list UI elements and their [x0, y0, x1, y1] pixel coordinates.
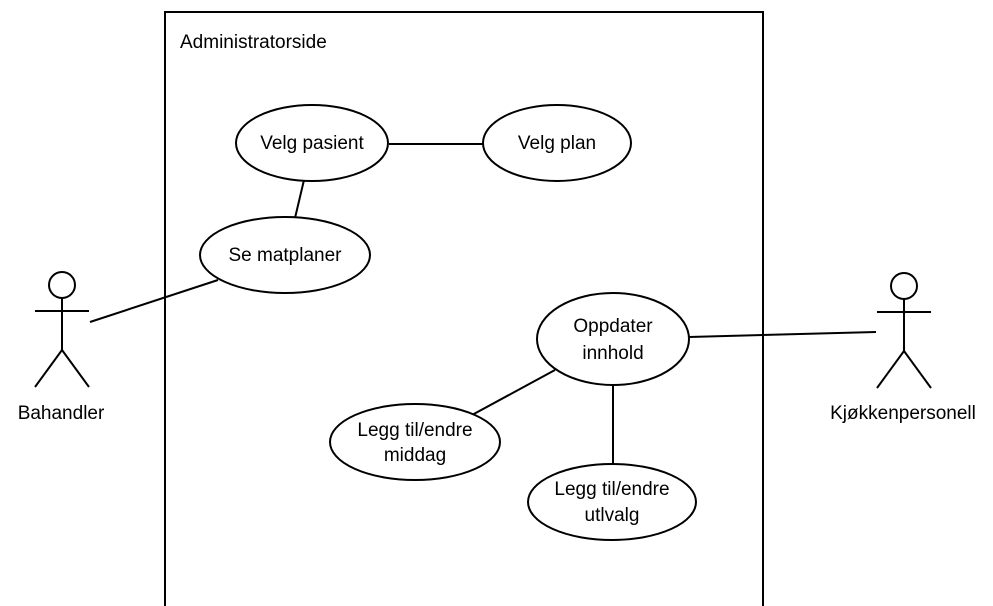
- use-case-label: Velg pasient: [260, 133, 364, 154]
- association-kjokken-oppdater-innhold: [688, 331, 877, 338]
- association-oppdater-middag: [471, 369, 556, 416]
- association-behandler-se-matplaner: [89, 279, 219, 323]
- use-case-oppdater-innhold[interactable]: Oppdater innhold: [536, 292, 690, 386]
- use-case-label-line-2: innhold: [582, 343, 643, 364]
- use-case-legg-til-middag[interactable]: Legg til/endre middag: [329, 403, 501, 481]
- use-case-se-matplaner[interactable]: Se matplaner: [199, 216, 371, 294]
- use-case-label: Velg plan: [518, 133, 596, 154]
- actor-behandler[interactable]: Bahandler: [18, 271, 105, 424]
- stick-figure-icon: [876, 272, 932, 389]
- system-title: Administratorside: [180, 32, 327, 53]
- use-case-velg-pasient[interactable]: Velg pasient: [235, 104, 389, 182]
- use-case-label-line-1: Oppdater: [573, 316, 653, 337]
- use-case-label-line-2: utlvalg: [585, 505, 640, 526]
- use-case-velg-plan[interactable]: Velg plan: [482, 104, 632, 182]
- actor-label: Bahandler: [18, 403, 105, 424]
- use-case-label-line-1: Legg til/endre: [554, 479, 669, 500]
- actor-label: Kjøkkenpersonell: [830, 403, 976, 424]
- stick-figure-icon: [34, 271, 90, 388]
- use-case-label-line-1: Legg til/endre: [357, 420, 472, 441]
- use-case-label: Se matplaner: [228, 245, 342, 266]
- use-case-label-line-2: middag: [384, 445, 446, 466]
- actor-kjokkenpersonell[interactable]: Kjøkkenpersonell: [830, 272, 976, 424]
- use-case-legg-til-utvalg[interactable]: Legg til/endre utlvalg: [527, 463, 697, 541]
- system-boundary: [164, 11, 764, 606]
- association-velg-pasient-se-matplaner: [294, 179, 305, 219]
